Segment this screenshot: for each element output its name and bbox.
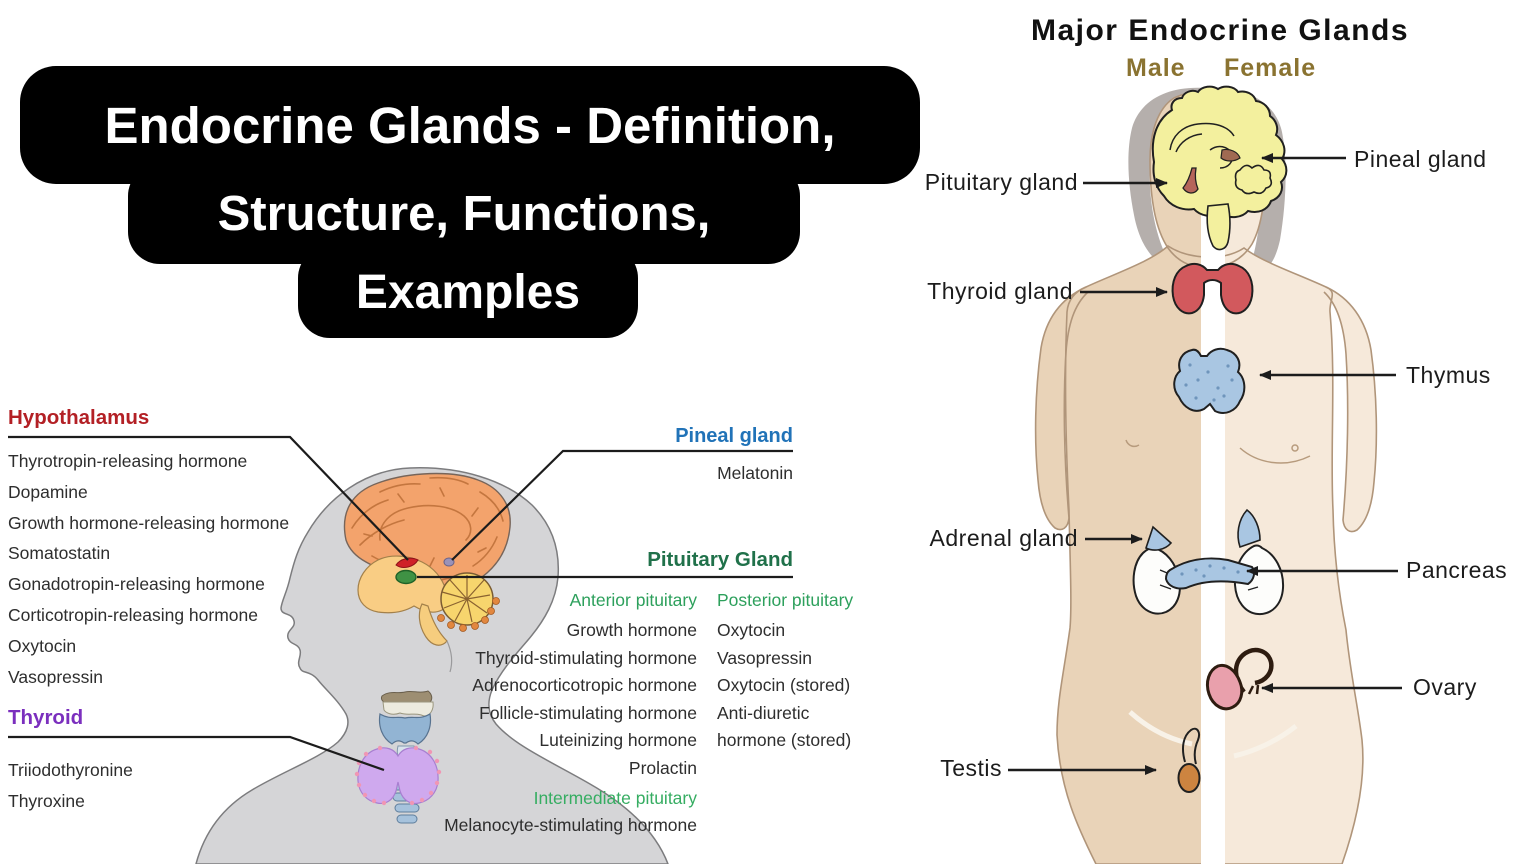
hormone-item: Somatostatin [8,543,111,564]
hair-male [1128,87,1204,262]
female-column-label: Female [1224,54,1317,82]
hormone-item: Thyroxine [8,791,85,811]
thymus-speckles [1184,363,1234,402]
cerebellum-folds [441,575,491,623]
body-ovary-label: Ovary [1413,674,1477,700]
left-arm-outline [1034,286,1089,531]
body-brainstem [1206,203,1231,251]
body-testis-label: Testis [940,755,1002,781]
brainstem [418,603,448,646]
body-thyroid-gland-label: Thyroid gland [927,278,1073,304]
body-ovary [1205,663,1244,711]
body-figure-illustration [1008,85,1402,864]
hormone-item: Vasopressin [8,666,104,687]
hormone-item: Oxytocin (stored) [717,675,851,696]
spermatic-duct [1182,727,1201,765]
body-details [1125,439,1311,464]
pineal-shape [443,557,455,567]
male-column-label: Male [1126,54,1186,82]
pituitary-shape [395,569,417,585]
body-pancreas-label: Pancreas [1406,557,1508,583]
hypothalamus-hormone-list: Thyrotropin-releasing hormone Dopamine G… [8,446,289,692]
body-testis [1177,763,1201,793]
spinal-cord-line [446,640,453,673]
hormone-item: Corticotropin-releasing hormone [8,604,258,625]
body-thymus [1173,347,1246,414]
groin-lines [1128,710,1298,759]
adrenal-left [1145,525,1173,551]
hormone-item: Anti-diuretic hormone (stored) [717,702,852,751]
hormone-item: Luteinizing hormone [539,730,697,751]
pineal-pointer [451,449,793,561]
anterior-pituitary-label: Anterior pituitary [569,590,697,610]
hormone-item: Gonadotropin-releasing hormone [8,574,265,595]
thyroid-gland-shape [357,747,439,805]
thyroid-pointer [8,735,385,772]
hormone-item: Triiodothyronine [8,760,133,780]
hormone-item: Dopamine [8,481,88,502]
hormone-item: Growth hormone [566,620,697,640]
body-figure-title: Major Endocrine Glands [1030,14,1410,47]
head-figure-illustration [8,435,793,864]
hypothalamus-shape [395,557,419,568]
posterior-pituitary-hormone-list: Oxytocin Vasopressin Oxytocin (stored) A… [717,617,859,755]
head-silhouette [195,467,669,864]
hormone-item: Adrenocorticotropic hormone [472,675,697,696]
pineal-gland-label: Pineal gland [675,425,793,447]
hormone-item: Vasopressin [717,647,813,668]
body-adrenal-gland-label: Adrenal gland [929,525,1078,551]
thyroid-hormone-list: Triiodothyronine Thyroxine [8,755,133,817]
body-pointer-lines [1008,153,1402,775]
body-pineal-gland-label: Pineal gland [1354,146,1487,172]
hormone-item: Melanocyte-stimulating hormone [444,815,697,835]
hormone-item: Thyroid-stimulating hormone [475,647,697,668]
body-brain [1151,85,1288,219]
anterior-pituitary-hormone-list: Growth hormone Thyroid-stimulating hormo… [400,617,697,783]
hypothalamus-pointer [8,435,409,561]
nipple-left [1125,439,1140,448]
thyroid-label: Thyroid [8,706,84,729]
right-arm-outline [1323,286,1378,533]
body-thyroid [1171,262,1254,315]
page-title-line-2: Structure, Functions, [128,164,800,264]
kidney-right [1233,544,1285,616]
head-pointer-lines [8,435,793,772]
hormone-item: Follicle-stimulating hormone [479,702,697,723]
pancreas-speckles [1180,564,1240,578]
body-pituitary [1182,167,1199,194]
hormone-item: Oxytocin [717,620,786,640]
hormone-item: Melatonin [717,463,793,483]
hormone-item: Oxytocin [8,635,77,656]
intermediate-pituitary-label: Intermediate pituitary [533,788,697,808]
page-title-line-3: Examples [298,246,638,338]
nipple-right [1291,444,1299,452]
adrenal-right [1237,508,1261,549]
thyroid-edge-dots [354,745,442,806]
hormone-item: Thyrotropin-releasing hormone [8,451,248,471]
hypothalamus-label: Hypothalamus [8,406,150,429]
body-cerebellum [1234,164,1273,195]
fimbriae [1247,684,1260,695]
body-pineal [1220,148,1241,162]
breast-curve [1239,447,1311,464]
hormone-item: Growth hormone-releasing hormone [8,512,290,533]
hormone-item: Prolactin [628,757,697,778]
cerebellum-fringe [437,597,500,632]
body-thymus-label: Thymus [1406,362,1491,388]
pituitary-gland-label: Pituitary Gland [647,548,793,571]
body-pituitary-gland-label: Pituitary gland [924,169,1078,195]
torso-outline [1056,244,1364,864]
body-pancreas [1164,557,1256,590]
posterior-pituitary-label: Posterior pituitary [717,590,854,610]
